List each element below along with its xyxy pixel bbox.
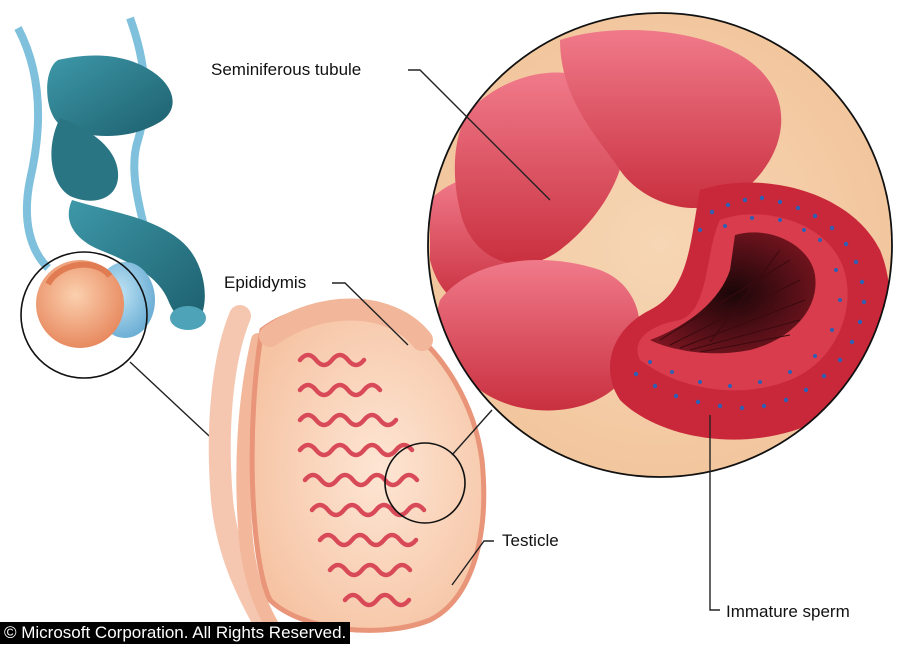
label-testicle: Testicle — [502, 532, 559, 549]
testicle-large — [252, 308, 484, 631]
tubule-magnified — [428, 13, 892, 477]
reproductive-system-overview — [18, 18, 206, 378]
label-epididymis: Epididymis — [224, 274, 306, 291]
leader-line-zoom-1 — [130, 362, 222, 448]
copyright-notice: © Microsoft Corporation. All Rights Rese… — [0, 622, 350, 644]
testicle-cross-section — [220, 308, 484, 633]
label-immature-sperm: Immature sperm — [726, 603, 850, 620]
label-seminiferous-tubule: Seminiferous tubule — [211, 61, 361, 78]
